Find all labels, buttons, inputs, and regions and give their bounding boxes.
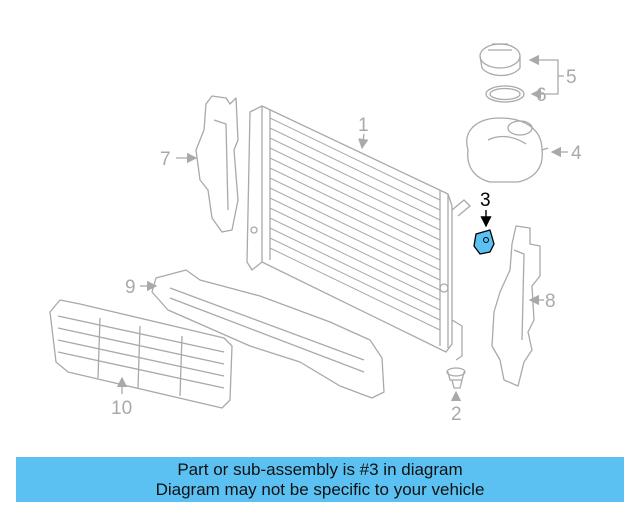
active-grille-shutter-part-10 [49, 299, 233, 409]
coolant-reservoir-part-4 [466, 117, 549, 183]
left-deflector-part-7 [195, 95, 239, 233]
seal-ring-part-6 [485, 85, 525, 103]
radiator-part-1 [246, 105, 471, 361]
right-deflector-part-8 [491, 225, 541, 387]
callout-10: 10 [111, 398, 132, 419]
mount-grommet-part-2 [446, 367, 466, 389]
callout-3: 3 [480, 190, 491, 211]
banner-line-1: Part or sub-assembly is #3 in diagram [177, 460, 463, 479]
reservoir-cap-part-5 [479, 43, 521, 77]
leader-lines [116, 54, 568, 402]
callout-2: 2 [451, 404, 462, 425]
callout-1: 1 [358, 115, 369, 136]
callout-6: 6 [536, 85, 547, 106]
highlighted-bracket-part-3 [473, 210, 495, 255]
lower-air-deflector-part-9 [151, 269, 385, 399]
callout-4: 4 [571, 143, 582, 164]
callout-9: 9 [125, 277, 136, 298]
callout-7: 7 [160, 149, 171, 170]
banner-line-2: Diagram may not be specific to your vehi… [155, 480, 485, 499]
callout-5: 5 [566, 67, 577, 88]
info-banner: Part or sub-assembly is #3 in diagram Di… [16, 457, 624, 502]
callout-8: 8 [545, 291, 556, 312]
